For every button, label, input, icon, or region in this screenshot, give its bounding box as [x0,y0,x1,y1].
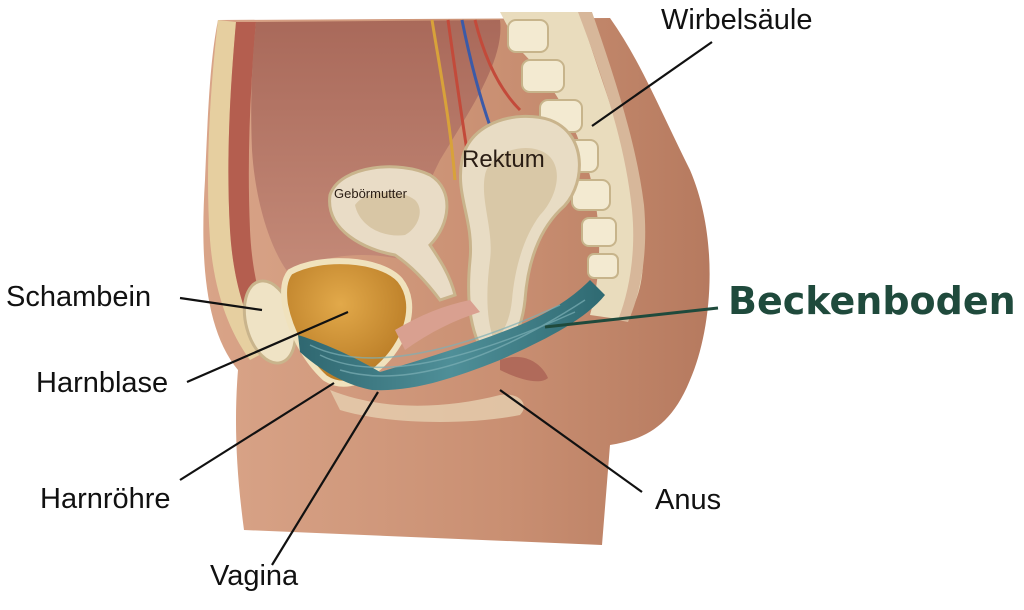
label-harnblase: Harnblase [36,367,169,399]
leader-harnblase [186,310,349,384]
leader-vagina [271,391,379,566]
label-beckenboden: Beckenboden [728,279,1016,323]
pelvic-floor-muscle [298,280,605,391]
label-anus: Anus [655,484,722,516]
label-schambein: Schambein [6,281,152,313]
label-rektum: Rektum [462,146,545,173]
leader-anus [499,389,643,493]
label-vagina: Vagina [210,560,299,592]
leader-wirbelsaeule [591,41,713,127]
leader-schambein [179,296,263,312]
label-wirbelsaeule: Wirbelsäule [661,4,813,36]
leader-harnroehre [179,382,335,481]
label-gebaermutter: Gebörmutter [334,186,407,201]
leader-beckenboden [544,306,719,329]
label-harnroehre: Harnröhre [40,483,171,515]
